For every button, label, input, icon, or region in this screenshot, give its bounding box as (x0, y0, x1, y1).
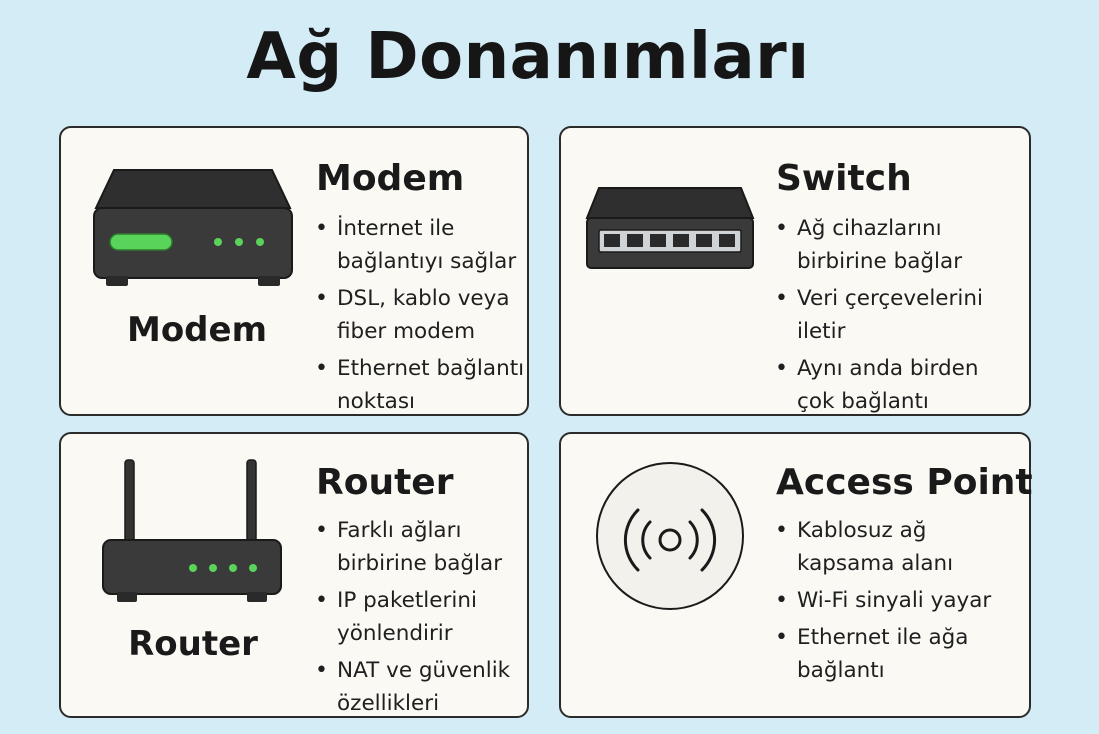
modem-icon (93, 169, 293, 286)
network-switch-icon (585, 187, 755, 269)
router-icon (102, 459, 282, 602)
access-point-card-title: Access Point (776, 462, 1033, 503)
list-item: Wi-Fi sinyali yayar (773, 584, 1029, 617)
router-card-title: Router (316, 462, 454, 503)
page-title: Ağ Donanımları (246, 20, 810, 94)
router-device-label: Router (128, 624, 258, 664)
list-item: Veri çerçevelerini iletir (773, 282, 1029, 348)
switch-card-title: Switch (776, 158, 912, 199)
modem-device-label: Modem (126, 310, 268, 350)
access-point-icon (596, 462, 744, 610)
modem-card-title: Modem (316, 158, 465, 199)
